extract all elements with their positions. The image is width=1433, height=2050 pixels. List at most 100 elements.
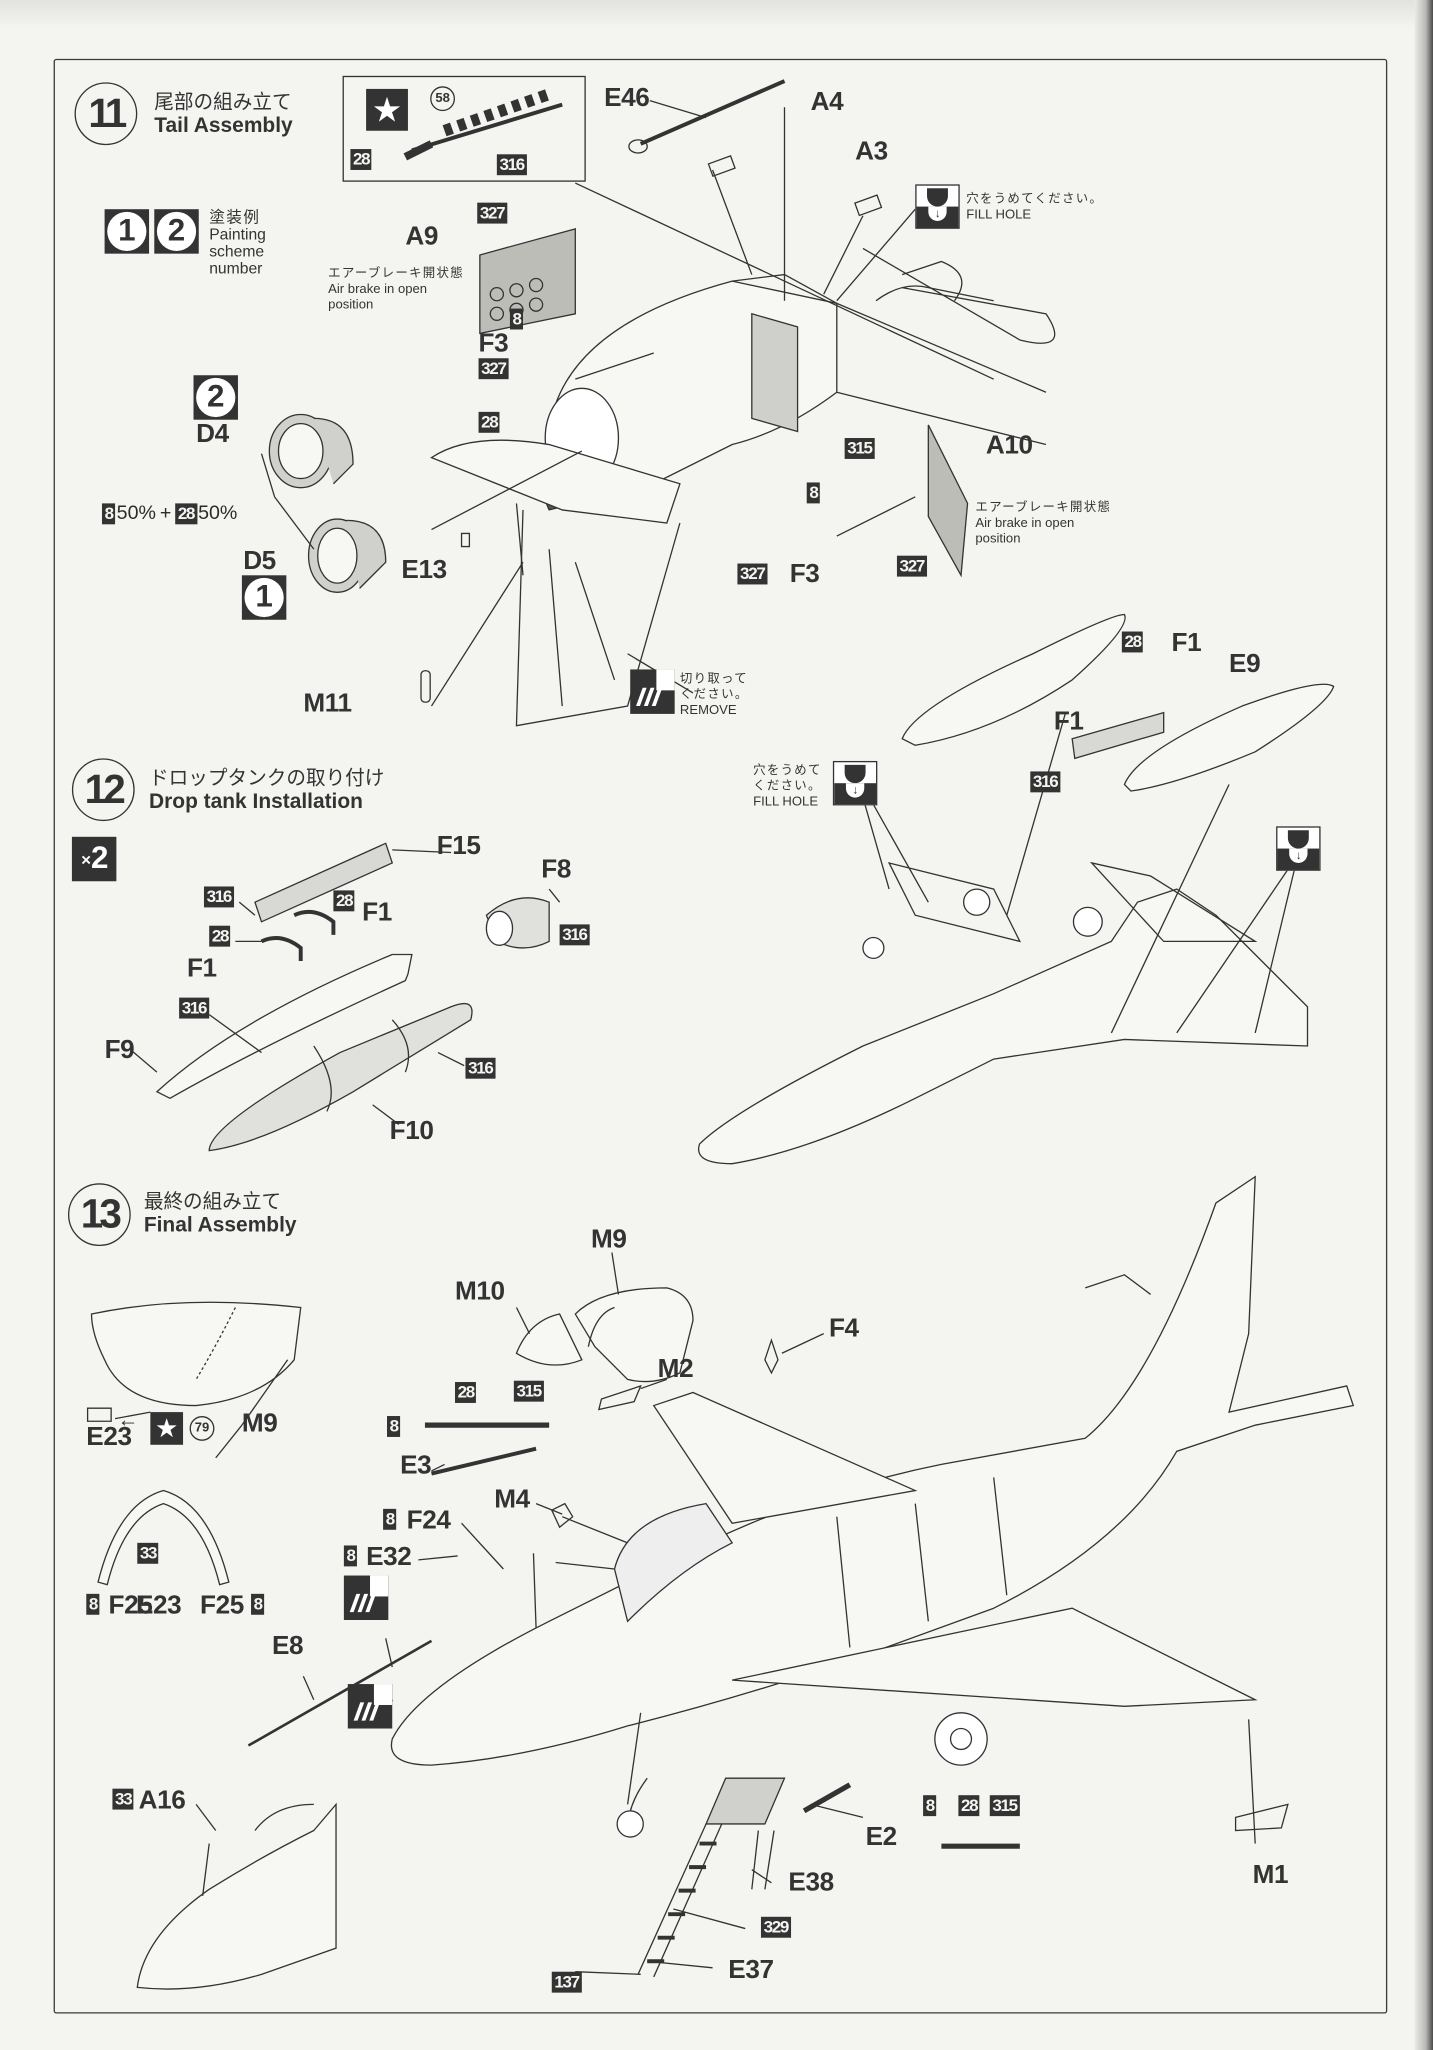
windscreen-m10-drawing	[516, 1314, 581, 1365]
paint-code: 315	[844, 438, 875, 459]
page-edge-shadow	[0, 0, 1433, 29]
remove-icon	[343, 1575, 389, 1620]
star-decal-icon: ★	[366, 88, 408, 131]
aircraft-main-drawing	[391, 1177, 1353, 1837]
scheme-badge-2: 2	[154, 209, 199, 254]
part-label-a4: A4	[810, 87, 844, 117]
step-12-title-jp: ドロップタンクの取り付け	[149, 766, 385, 790]
boarding-ladder-drawing	[638, 1778, 784, 1977]
paint-code: 33	[112, 1788, 134, 1810]
remove-icon	[347, 1684, 393, 1729]
decal-number-79: 79	[189, 1416, 215, 1441]
part-e13-drawing	[462, 533, 470, 546]
part-label-f1-upper: F1	[1171, 628, 1202, 658]
paint-code: 316	[203, 886, 234, 908]
step-11-number: 11	[74, 82, 138, 146]
paint-code: 8	[806, 482, 821, 504]
tail-fuselage-drawing	[431, 183, 1054, 726]
part-label-f1: F1	[362, 898, 392, 928]
part-label-e37: E37	[728, 1956, 774, 1985]
part-label-m1: M1	[1252, 1860, 1289, 1890]
paint-code: 28	[333, 890, 355, 912]
paint-code: 327	[737, 563, 768, 585]
part-label-f24: F24	[406, 1506, 451, 1536]
paint-code: 316	[465, 1057, 496, 1079]
paint-code: 28	[455, 1382, 477, 1403]
decal-number-58: 58	[430, 86, 456, 112]
part-label-m2: M2	[657, 1354, 694, 1384]
paint-code: 28	[958, 1795, 980, 1817]
part-label-f15: F15	[436, 831, 481, 861]
fill-hole-icon: ↓	[1276, 826, 1321, 871]
paint-code: 316	[1030, 771, 1060, 793]
paint-code: 316	[496, 154, 527, 176]
part-a3-drawing	[855, 195, 882, 215]
step-12-number: 12	[71, 758, 135, 822]
part-label-e9: E9	[1229, 649, 1261, 679]
paint-code: 327	[477, 202, 507, 224]
nozzle-d4-drawing	[269, 414, 353, 487]
fill-hole-note-12: 穴をうめて ください。 FILL HOLE	[753, 763, 822, 810]
part-label-e13: E13	[401, 555, 447, 585]
pylon-f15-drawing	[255, 843, 392, 921]
paint-code: 8	[387, 1416, 401, 1437]
part-label-e32: E32	[366, 1542, 412, 1572]
nozzle-d5-drawing	[309, 519, 386, 592]
paint-code: 8	[251, 1593, 265, 1615]
part-label-f1-left: F1	[186, 954, 217, 984]
part-label-f25-left: F25	[108, 1591, 153, 1620]
page-binding-shadow	[1414, 0, 1433, 2050]
paint-code: 315	[989, 1795, 1020, 1817]
upper-drop-tanks-drawing	[902, 615, 1333, 792]
paint-code: 8	[383, 1508, 397, 1530]
inset-detail-box	[342, 75, 586, 182]
small-parts-step13-drawing	[248, 1340, 1287, 1846]
part-label-m11: M11	[303, 689, 352, 718]
canopy-detail-drawing	[88, 1302, 301, 1421]
paint-code: 316	[179, 997, 209, 1019]
aircraft-underside-drawing	[699, 863, 1308, 1164]
paint-code: 8	[509, 308, 524, 330]
nose-detail-drawing	[137, 1804, 336, 1989]
part-label-a10: A10	[985, 431, 1033, 461]
step-13-number: 13	[67, 1183, 131, 1247]
remove-note: 切り取って ください。 REMOVE	[679, 672, 749, 718]
part-label-d5: D5	[243, 546, 276, 576]
tail-cone-f8-drawing	[486, 898, 549, 948]
scheme-badge-1: 1	[104, 209, 150, 254]
part-label-e23-frame: E23	[135, 1591, 182, 1620]
sway-brace-drawings	[262, 912, 334, 961]
part-label-e38: E38	[788, 1868, 834, 1898]
part-label-f1-lower: F1	[1053, 707, 1084, 737]
quantity-multiplier: ×2	[71, 836, 117, 882]
part-m11-drawing	[421, 671, 430, 702]
fill-hole-icon: ↓	[832, 760, 878, 806]
paint-code: 8	[86, 1593, 100, 1615]
air-brake-note-a10: エアーブレーキ開状態 Air brake in open position	[975, 500, 1112, 547]
fill-hole-icon: ↓	[915, 184, 960, 229]
canopy-frame-drawing	[98, 1491, 229, 1585]
paint-code: 316	[559, 924, 590, 946]
step-13-title-jp: 最終の組み立て	[143, 1189, 282, 1214]
part-label-f8: F8	[541, 855, 572, 884]
part-label-m10: M10	[455, 1277, 505, 1307]
arrow-icon: ←	[117, 1409, 139, 1432]
part-label-e23: E23	[86, 1422, 132, 1452]
step-13-title-en: Final Assembly	[143, 1214, 297, 1237]
step-11-title-jp: 尾部の組み立て	[154, 90, 292, 114]
part-label-f25-right: F25	[200, 1591, 244, 1620]
part-label-e8: E8	[271, 1631, 304, 1661]
fill-hole-note: 穴をうめてください。 FILL HOLE	[966, 192, 1104, 223]
paint-code: 329	[760, 1916, 791, 1938]
part-label-m9-detail: M9	[241, 1409, 278, 1439]
paint-code: 28	[350, 149, 372, 170]
part-label-m9: M9	[590, 1225, 627, 1254]
canopy-m9-drawing	[575, 1288, 693, 1382]
paint-code: 28	[1121, 631, 1144, 653]
part-a4-drawing	[708, 156, 735, 176]
paint-mix-ratio: 8 50% + 28 50%	[101, 502, 237, 524]
airbrake-a10-drawing	[928, 425, 967, 575]
part-label-e46: E46	[604, 83, 650, 113]
